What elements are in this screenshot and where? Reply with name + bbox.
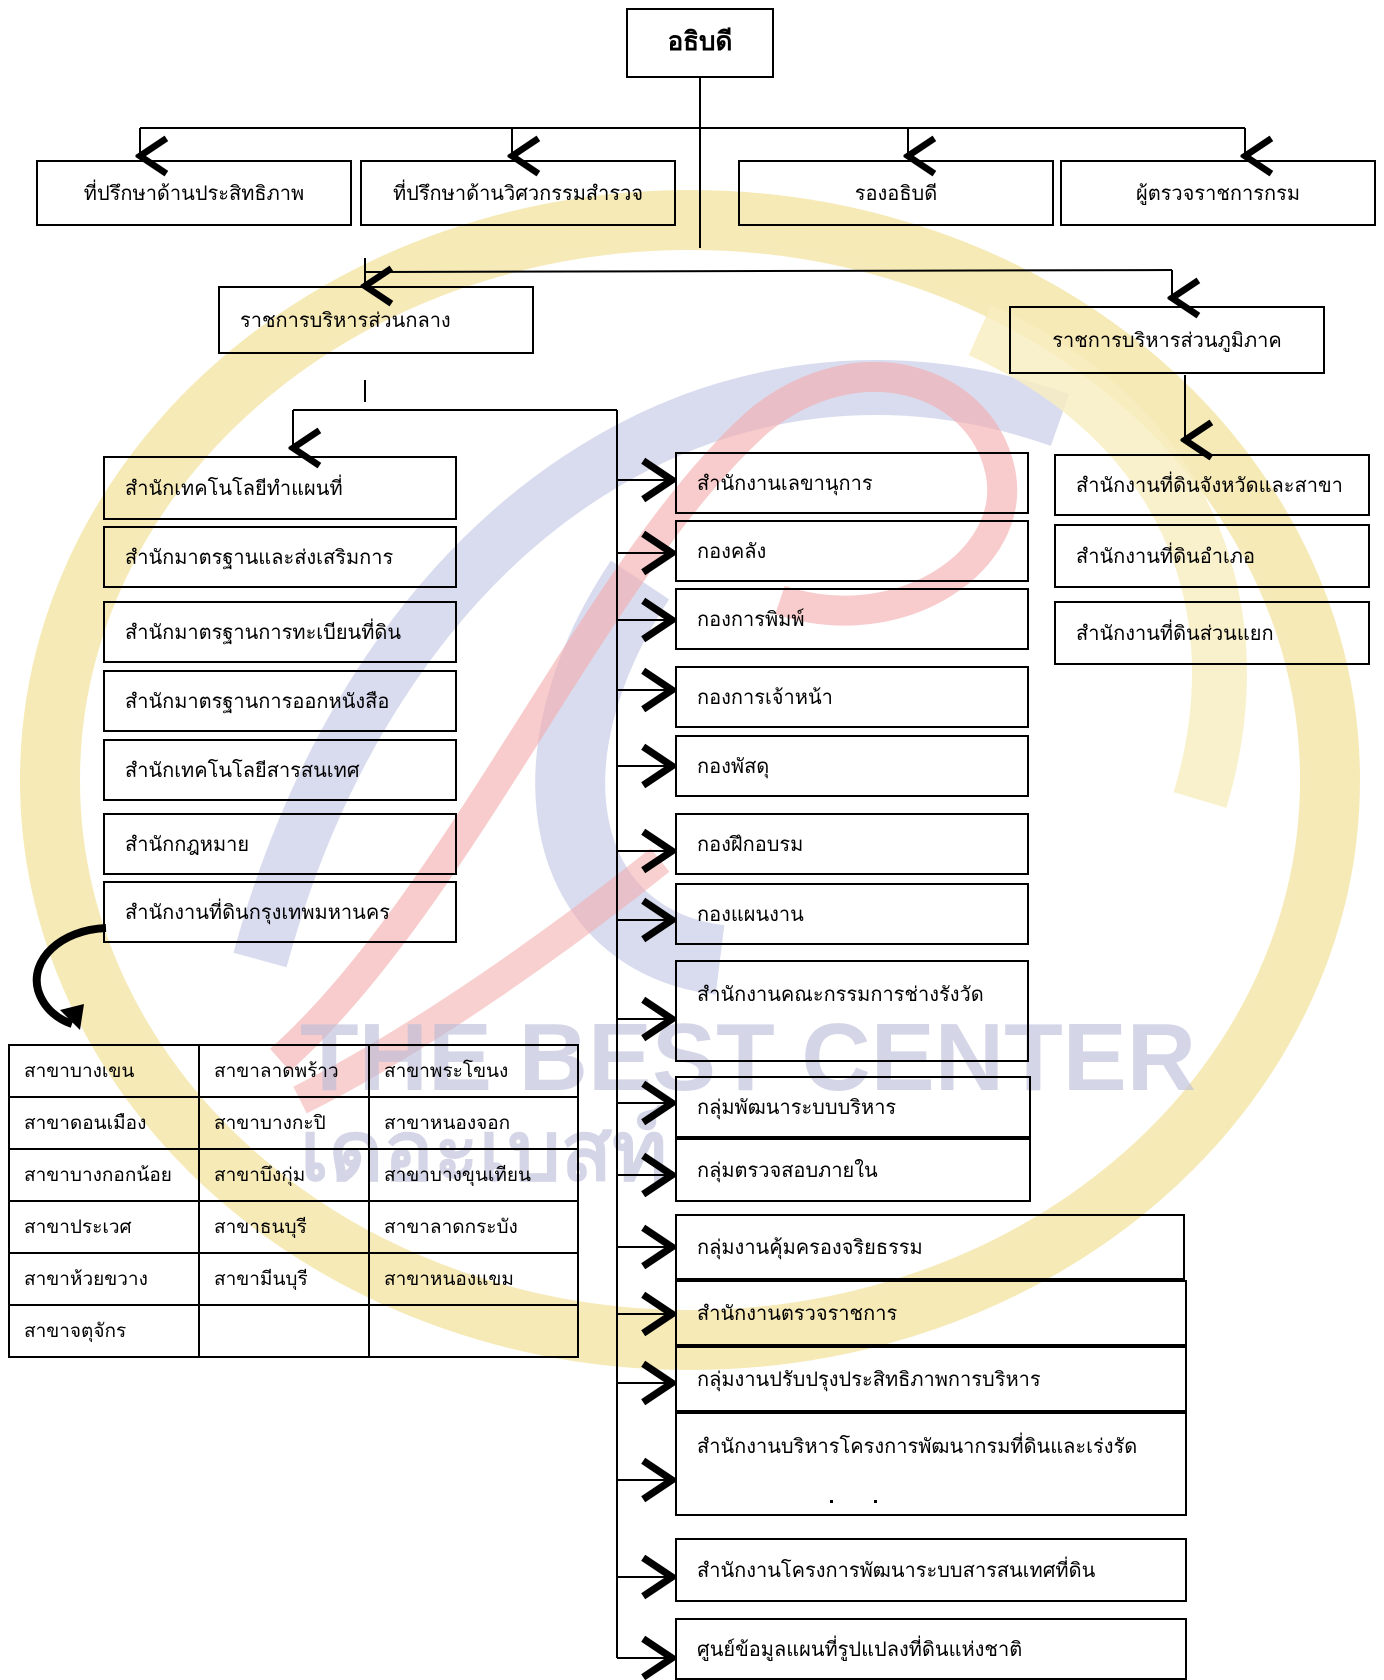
director-general-label: อธิบดี	[667, 27, 733, 58]
central-unit-label: กลุ่มตรวจสอบภายใน	[697, 1158, 878, 1182]
table-cell: สาขาลาดพร้าว	[198, 1044, 370, 1098]
central-unit-box: กลุ่มงานปรับปรุงประสิทธิภาพการบริหาร	[675, 1346, 1187, 1412]
central-unit-label: กองการเจ้าหน้า	[697, 685, 833, 709]
central-unit-box: กลุ่มงานคุ้มครองจริยธรรม	[675, 1214, 1185, 1280]
central-bureau-label: สำนักมาตรฐานการทะเบียนที่ดิน	[125, 620, 402, 644]
central-bureau-box: สำนักเทคโนโลยีสารสนเทศ	[103, 739, 457, 801]
central-unit-box: กองพัสดุ	[675, 735, 1029, 797]
central-unit-label: กลุ่มพัฒนาระบบบริหาร	[697, 1095, 897, 1119]
table-cell: สาขาจตุจักร	[8, 1304, 200, 1358]
central-unit-box: กองแผนงาน	[675, 883, 1029, 945]
central-unit-box: กลุ่มตรวจสอบภายใน	[675, 1138, 1031, 1202]
central-bureau-label: สำนักเทคโนโลยีทำแผนที่	[125, 476, 343, 500]
central-unit-label: กองแผนงาน	[697, 902, 804, 926]
central-bureau-box: สำนักมาตรฐานการทะเบียนที่ดิน	[103, 601, 457, 663]
efficiency-advisor-label: ที่ปรึกษาด้านประสิทธิภาพ	[83, 181, 305, 205]
regional-unit-label: สำนักงานที่ดินจังหวัดและสาขา	[1076, 473, 1343, 497]
central-unit-label: ศูนย์ข้อมูลแผนที่รูปแปลงที่ดินแห่งชาติ	[697, 1637, 1023, 1661]
table-cell: สาขามีนบุรี	[198, 1252, 370, 1306]
central-bureau-label: สำนักกฎหมาย	[125, 832, 250, 856]
central-unit-box: สำนักงานโครงการพัฒนาระบบสารสนเทศที่ดิน	[675, 1538, 1187, 1602]
deputy-director-general-box: รองอธิบดี	[738, 160, 1054, 226]
central-bureau-box: สำนักมาตรฐานและส่งเสริมการ	[103, 526, 457, 588]
table-row: สาขาประเวศ สาขาธนบุรี สาขาลาดกระบัง	[8, 1200, 579, 1254]
department-inspector-box: ผู้ตรวจราชการกรม	[1060, 160, 1376, 226]
table-cell: สาขาบางเขน	[8, 1044, 200, 1098]
central-unit-box: กองการเจ้าหน้า	[675, 666, 1029, 728]
table-row: สาขาบางเขน สาขาลาดพร้าว สาขาพระโขนง	[8, 1044, 579, 1098]
table-cell: สาขาหนองจอก	[368, 1096, 579, 1150]
central-unit-label: กลุ่มงานปรับปรุงประสิทธิภาพการบริหาร	[697, 1367, 1041, 1391]
table-cell: สาขาดอนเมือง	[8, 1096, 200, 1150]
director-general-box: อธิบดี	[626, 8, 774, 78]
table-cell	[368, 1304, 579, 1358]
table-cell: สาขาพระโขนง	[368, 1044, 579, 1098]
deputy-director-general-label: รองอธิบดี	[854, 181, 938, 205]
central-unit-box: กลุ่มพัฒนาระบบบริหาร	[675, 1076, 1031, 1138]
table-cell: สาขาบางกอกน้อย	[8, 1148, 200, 1202]
central-bureau-box: สำนักมาตรฐานการออกหนังสือ	[103, 670, 457, 732]
central-unit-label: กลุ่มงานคุ้มครองจริยธรรม	[697, 1235, 923, 1259]
central-unit-label: กองคลัง	[697, 539, 767, 563]
table-row: สาขาดอนเมือง สาขาบางกะปิ สาขาหนองจอก	[8, 1096, 579, 1150]
regional-unit-box: สำนักงานที่ดินจังหวัดและสาขา	[1054, 454, 1370, 516]
central-bureau-label: สำนักมาตรฐานการออกหนังสือ	[125, 689, 390, 713]
central-unit-box: กองคลัง	[675, 520, 1029, 582]
central-administration-box: ราชการบริหารส่วนกลาง	[218, 286, 534, 354]
central-bureau-box: สำนักเทคโนโลยีทำแผนที่	[103, 456, 457, 520]
central-unit-box: กองฝึกอบรม	[675, 813, 1029, 875]
table-cell: สาขาบึงกุ่ม	[198, 1148, 370, 1202]
central-unit-label: สำนักงานคณะกรรมการช่างรังวัด	[697, 982, 984, 1006]
table-cell	[198, 1304, 370, 1358]
bangkok-land-office-label: สำนักงานที่ดินกรุงเทพมหานคร	[125, 900, 390, 924]
bangkok-land-office-box: สำนักงานที่ดินกรุงเทพมหานคร	[103, 881, 457, 943]
table-cell: สาขาบางขุนเทียน	[368, 1148, 579, 1202]
central-unit-label: กองการพิมพ์	[697, 607, 805, 631]
regional-administration-label: ราชการบริหารส่วนภูมิภาค	[1052, 328, 1282, 352]
regional-unit-box: สำนักงานที่ดินอำเภอ	[1054, 524, 1370, 588]
department-inspector-label: ผู้ตรวจราชการกรม	[1135, 181, 1301, 205]
central-unit-label: สำนักงานเลขานุการ	[697, 471, 873, 495]
central-unit-box: สำนักงานตรวจราชการ	[675, 1280, 1187, 1346]
central-unit-box: สำนักงานบริหารโครงการพัฒนากรมที่ดินและเร…	[675, 1412, 1187, 1516]
central-administration-label: ราชการบริหารส่วนกลาง	[240, 308, 451, 332]
central-bureau-label: สำนักมาตรฐานและส่งเสริมการ	[125, 545, 394, 569]
bangkok-branches-table: สาขาบางเขน สาขาลาดพร้าว สาขาพระโขนง สาขา…	[8, 1044, 579, 1358]
central-unit-label: กองฝึกอบรม	[697, 832, 804, 856]
central-unit-label: สำนักงานบริหารโครงการพัฒนากรมที่ดินและเร…	[697, 1434, 1138, 1458]
central-unit-label: กองพัสดุ	[697, 754, 770, 778]
central-unit-box: สำนักงานเลขานุการ	[675, 452, 1029, 514]
central-unit-box: ศูนย์ข้อมูลแผนที่รูปแปลงที่ดินแห่งชาติ	[675, 1618, 1187, 1680]
survey-engineering-advisor-box: ที่ปรึกษาด้านวิศวกรรมสำรวจ	[360, 160, 676, 226]
table-cell: สาขาบางกะปิ	[198, 1096, 370, 1150]
central-unit-box: กองการพิมพ์	[675, 588, 1029, 650]
regional-administration-box: ราชการบริหารส่วนภูมิภาค	[1009, 306, 1325, 374]
table-row: สาขาบางกอกน้อย สาขาบึงกุ่ม สาขาบางขุนเที…	[8, 1148, 579, 1202]
efficiency-advisor-box: ที่ปรึกษาด้านประสิทธิภาพ	[36, 160, 352, 226]
table-cell: สาขาหนองแขม	[368, 1252, 579, 1306]
table-cell: สาขาลาดกระบัง	[368, 1200, 579, 1254]
regional-unit-label: สำนักงานที่ดินส่วนแยก	[1076, 621, 1274, 645]
central-bureau-box: สำนักกฎหมาย	[103, 813, 457, 875]
central-bureau-label: สำนักเทคโนโลยีสารสนเทศ	[125, 758, 360, 782]
table-cell: สาขาประเวศ	[8, 1200, 200, 1254]
table-row: สาขาห้วยขวาง สาขามีนบุรี สาขาหนองแขม	[8, 1252, 579, 1306]
central-unit-label: สำนักงานโครงการพัฒนาระบบสารสนเทศที่ดิน	[697, 1558, 1096, 1582]
regional-unit-label: สำนักงานที่ดินอำเภอ	[1076, 544, 1256, 568]
table-row: สาขาจตุจักร	[8, 1304, 579, 1358]
central-unit-box: สำนักงานคณะกรรมการช่างรังวัด	[675, 960, 1029, 1062]
central-unit-label: สำนักงานตรวจราชการ	[697, 1301, 898, 1325]
survey-engineering-advisor-label: ที่ปรึกษาด้านวิศวกรรมสำรวจ	[392, 181, 644, 205]
table-cell: สาขาห้วยขวาง	[8, 1252, 200, 1306]
table-cell: สาขาธนบุรี	[198, 1200, 370, 1254]
regional-unit-box: สำนักงานที่ดินส่วนแยก	[1054, 601, 1370, 665]
